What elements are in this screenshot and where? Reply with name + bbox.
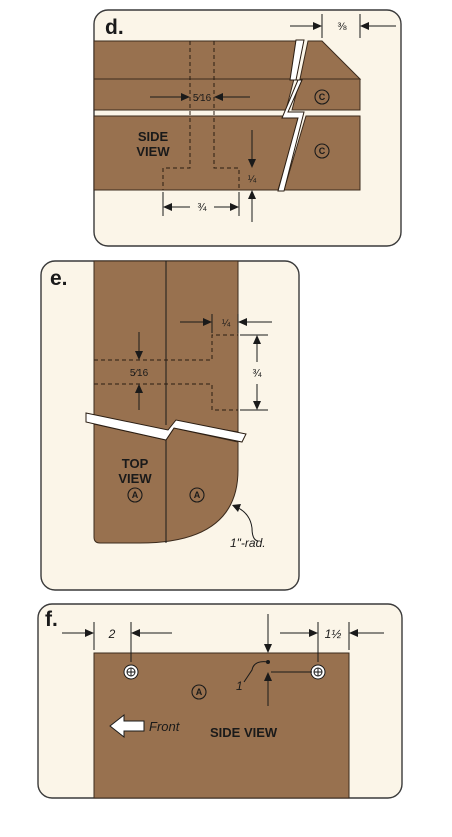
figure-f-front-label: Front	[149, 719, 181, 734]
figure-d-view-label-1: SIDE	[138, 129, 169, 144]
figure-d-break	[277, 39, 305, 192]
figure-e-hidden-top	[94, 334, 238, 361]
figure-d-part-mark-circle-2	[314, 143, 330, 159]
figure-d-bottom-board-right	[283, 115, 361, 191]
figure-d-dim-mortise: 5⁄16	[150, 93, 250, 104]
svg-text:1"-rad.: 1"-rad.	[230, 536, 266, 550]
figure-f-screw-left	[123, 664, 139, 680]
figure-f: f. 2	[37, 603, 403, 799]
figure-e: e. TOP VIEW A A ¼	[40, 260, 300, 591]
figure-d-view-label-2: VIEW	[136, 144, 170, 159]
figure-e-part-mark-2: A	[194, 490, 201, 500]
figure-f-screw-right	[310, 664, 326, 680]
figure-e-part-mark-circle-2	[189, 487, 205, 503]
figure-f-dim-right: 1½	[280, 622, 384, 662]
figure-d-top-board	[93, 40, 303, 80]
figure-e-dim-left: 5⁄16	[130, 332, 149, 410]
svg-text:¼: ¼	[222, 317, 231, 329]
figure-d-dim-top-right: ⅜	[290, 14, 396, 38]
figure-e-dim-right-height: ¾	[240, 334, 268, 411]
svg-text:¼: ¼	[248, 173, 257, 185]
figure-f-part-mark: A	[196, 687, 203, 697]
figure-f-view-label: SIDE VIEW	[210, 725, 278, 740]
figure-f-part-mark-circle	[191, 684, 207, 700]
figure-e-break	[85, 412, 247, 443]
svg-text:¾: ¾	[252, 368, 262, 380]
figure-e-part-mark-circle-1	[127, 487, 143, 503]
svg-text:2: 2	[108, 627, 116, 641]
figure-d: d. SIDE VIEW C C ⅜	[93, 9, 402, 247]
svg-text:¾: ¾	[197, 202, 207, 214]
figure-e-radius-note: 1"-rad.	[230, 504, 266, 550]
svg-text:1½: 1½	[325, 627, 342, 641]
figure-d-dim-right: ¼	[248, 130, 257, 222]
figure-f-letter: f.	[45, 608, 58, 631]
svg-text:⅜: ⅜	[337, 21, 347, 33]
figure-e-view-label-1: TOP	[122, 456, 149, 471]
figure-d-letter: d.	[105, 16, 124, 39]
figure-d-part-mark-2: C	[319, 146, 326, 156]
figure-d-mid-board-right	[291, 78, 361, 111]
figure-d-hidden-stub-right	[213, 41, 240, 190]
figure-e-letter: e.	[50, 267, 68, 290]
figure-f-dim-left: 2	[62, 622, 172, 662]
figure-d-bottom-board	[93, 115, 301, 191]
svg-text:5⁄16: 5⁄16	[130, 368, 149, 379]
figure-e-hidden-bottom	[94, 383, 238, 411]
figure-e-dim-right-width: ¼	[180, 314, 272, 333]
figure-d-hidden-stub	[162, 41, 191, 190]
svg-text:5⁄16: 5⁄16	[193, 93, 212, 104]
figure-d-part-mark-1: C	[319, 92, 326, 102]
svg-text:1: 1	[236, 679, 243, 693]
figure-e-part-mark-1: A	[132, 490, 139, 500]
figure-d-part-mark-circle-1	[314, 89, 330, 105]
figure-f-front-arrow	[109, 713, 145, 739]
figure-f-dim-height: 1	[236, 614, 312, 706]
figure-e-view-label-2: VIEW	[118, 471, 152, 486]
figure-d-dim-bottom: ¾	[162, 192, 240, 216]
